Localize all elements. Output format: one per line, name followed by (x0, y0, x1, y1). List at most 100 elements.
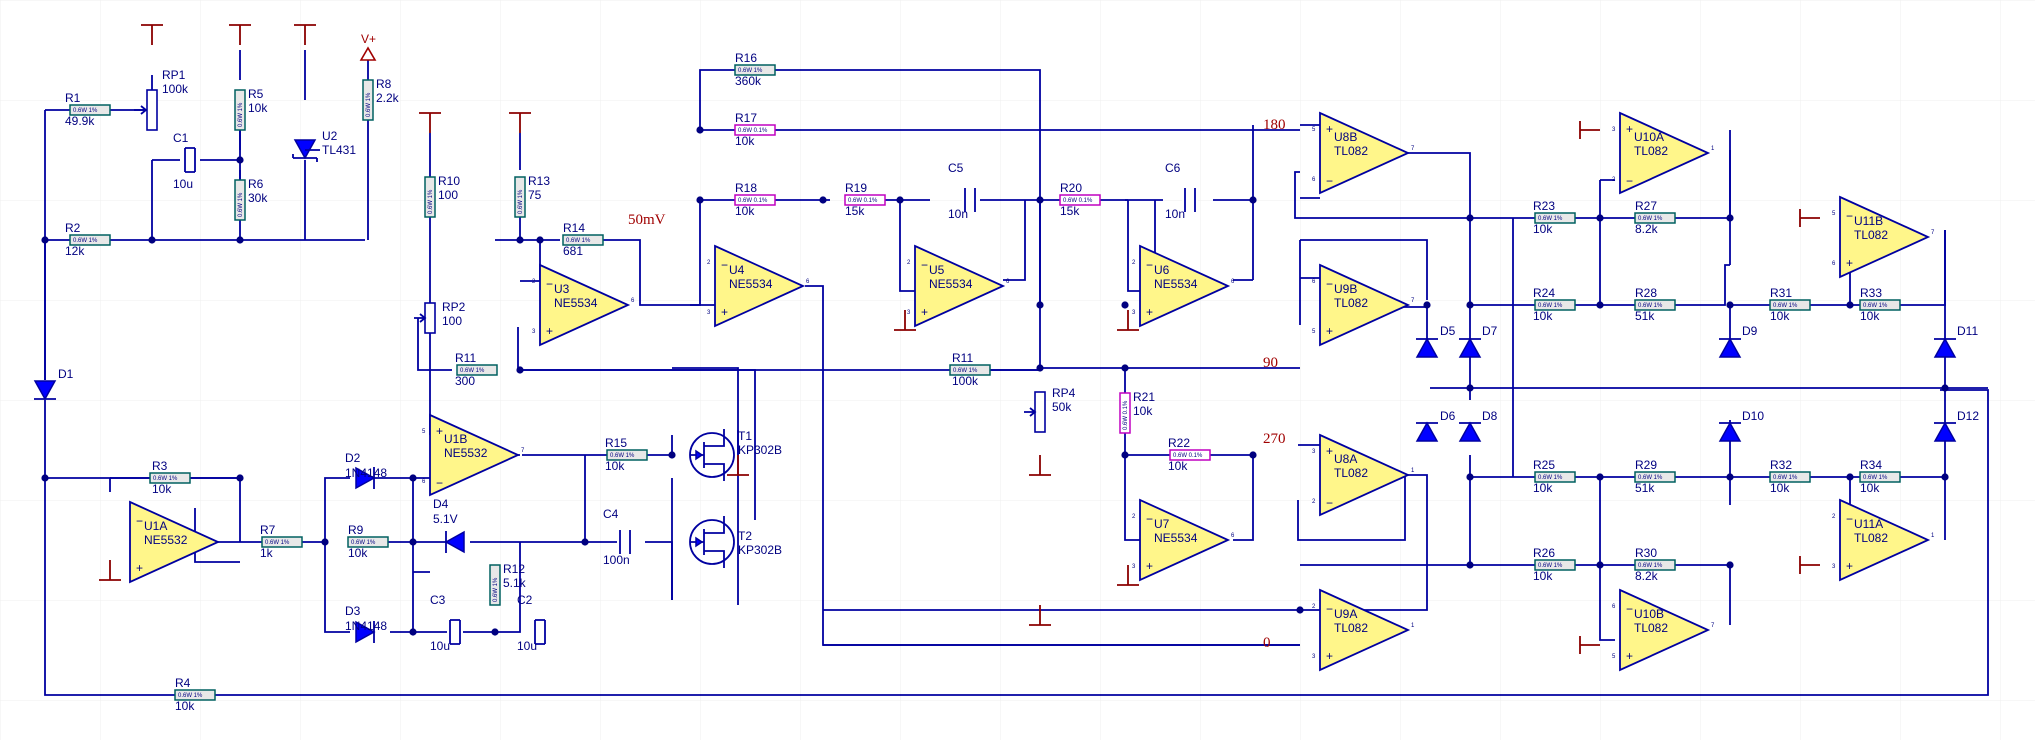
resistor-spec: 0.6W 1% (1863, 303, 1888, 309)
junction-dot (1466, 214, 1474, 222)
resistor-spec: 0.6W 1% (1538, 303, 1563, 309)
amp-part: TL082 (1334, 144, 1368, 158)
amp-part: NE5534 (929, 277, 973, 291)
resistor-ref: R16 (735, 51, 757, 65)
resistor-ref: R30 (1635, 546, 1657, 560)
pin-number: 2 (1132, 514, 1136, 520)
pin-number: 2 (707, 260, 711, 266)
ground-symbol (1117, 565, 1139, 586)
pin-number: 6 (631, 298, 635, 304)
resistor-ref: R12 (503, 562, 525, 576)
junction-dot (321, 538, 329, 546)
plus-sign: + (1326, 444, 1333, 458)
wire (1299, 239, 1428, 342)
wire (44, 389, 1989, 696)
junction-dot (41, 236, 49, 244)
diode-value: 1N4148 (345, 466, 387, 480)
amp-ref: U10A (1634, 130, 1664, 144)
diode-d12: D12 (1933, 409, 1979, 442)
capacitor-value: 10n (1165, 207, 1185, 221)
amp-ref: U6 (1154, 263, 1170, 277)
diode-ref: D5 (1440, 324, 1456, 338)
resistor-spec: 0.6W 1% (566, 238, 591, 244)
pin-number: 2 (1132, 260, 1136, 266)
plus-sign: + (546, 324, 553, 338)
resistor-spec: 0.6W 1% (1773, 475, 1798, 481)
minus-sign: − (1846, 512, 1853, 526)
ground-symbol (1579, 121, 1600, 139)
plus-sign: + (1146, 305, 1153, 319)
junction-dot (1249, 451, 1257, 459)
resistor-value: 100 (438, 188, 458, 202)
plus-sign: + (1846, 256, 1853, 270)
plus-sign: + (136, 561, 143, 575)
junction-dot (1466, 301, 1474, 309)
pot-value: 100 (442, 314, 462, 328)
net-label-90: 90 (1263, 355, 1278, 371)
resistor-ref: R25 (1533, 458, 1555, 472)
wires (44, 50, 1989, 696)
resistor-ref: R32 (1770, 458, 1792, 472)
amp-part: NE5534 (1154, 531, 1198, 545)
ground-symbol (229, 24, 251, 45)
plus-sign: + (1146, 559, 1153, 573)
resistor-spec: 0.6W 1% (953, 368, 978, 374)
resistor-ref: R13 (528, 174, 550, 188)
resistor-ref: R5 (248, 87, 264, 101)
diode-ref: D9 (1742, 324, 1758, 338)
minus-sign: − (921, 258, 928, 272)
junction-dot (1596, 301, 1604, 309)
junction-dot (1596, 473, 1604, 481)
pin-number: 5 (1312, 127, 1316, 133)
resistor-ref: R24 (1533, 286, 1555, 300)
ground-symbol (727, 455, 749, 476)
junction-dot (668, 451, 676, 459)
junction-dot (409, 538, 417, 546)
resistor-spec: 0.6W 0.1% (1173, 453, 1203, 459)
resistor-value: 360k (735, 74, 762, 88)
resistor-ref: R27 (1635, 199, 1657, 213)
resistor-ref: R29 (1635, 458, 1657, 472)
diode-d9: D9 (1718, 324, 1758, 358)
wire (960, 305, 1300, 371)
junction-dot (1121, 451, 1129, 459)
wire (1124, 368, 1254, 541)
resistor-spec: 0.6W 1% (1638, 216, 1663, 222)
resistor-r16: 0.6W 1% R16 360k (734, 51, 776, 88)
resistor-ref: R4 (175, 676, 191, 690)
pin-number: 2 (907, 260, 911, 266)
pin-number: 7 (1411, 146, 1415, 152)
resistor-value: 681 (563, 244, 583, 258)
resistor-spec: 0.6W 1% (238, 102, 244, 127)
minus-sign: − (1626, 174, 1633, 188)
wire (413, 542, 521, 633)
resistor-ref: R28 (1635, 286, 1657, 300)
pin-number: 1 (1931, 533, 1935, 539)
junction-dot (1726, 473, 1734, 481)
junction-dot (1596, 561, 1604, 569)
resistor-spec: 0.6W 1% (738, 68, 763, 74)
resistor-value: 10k (1533, 309, 1553, 323)
amp-part: TL082 (1634, 621, 1668, 635)
resistor-value: 15k (845, 204, 865, 218)
resistor-spec: 0.6W 1% (1638, 563, 1663, 569)
diode-d4: D45.1V (433, 497, 465, 554)
resistor-ref: R22 (1168, 436, 1190, 450)
resistor-value: 8.2k (1635, 222, 1659, 236)
